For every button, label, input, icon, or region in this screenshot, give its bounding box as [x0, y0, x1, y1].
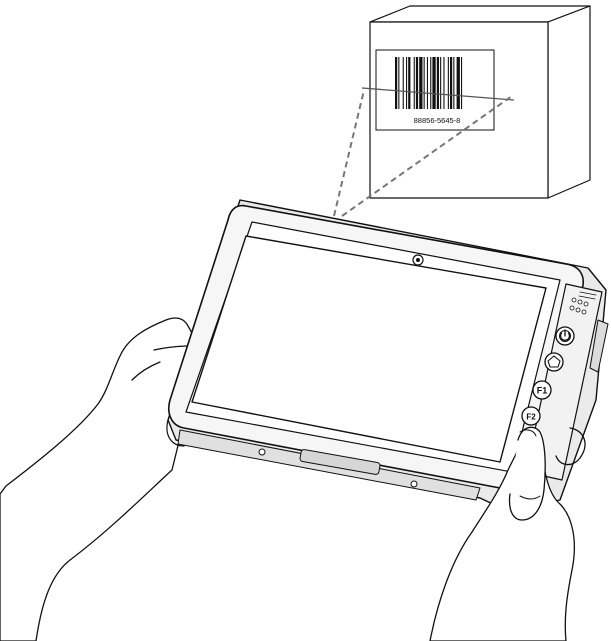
box-side-face [548, 6, 590, 198]
barcode-bar [457, 57, 460, 109]
f1-button-label: F1 [537, 386, 548, 396]
barcode-bar [424, 57, 425, 109]
barcode-bar [443, 57, 444, 109]
barcode-bar [440, 57, 441, 109]
barcode-bar [453, 57, 454, 109]
bottom-screw-left [259, 449, 265, 455]
status-led-3 [584, 302, 588, 306]
f1-button[interactable]: F1 [533, 381, 551, 399]
beam-left-edge [334, 90, 364, 216]
barcode-bar [427, 57, 428, 109]
bottom-screw-right [411, 481, 417, 487]
barcode-number: 88856-5645-8 [414, 116, 461, 125]
barcode-bar [432, 57, 435, 109]
barcode-bar [448, 57, 449, 109]
power-button[interactable] [556, 327, 574, 345]
camera-button-label: F2 [526, 413, 536, 422]
barcode-bar [416, 57, 418, 109]
barcode-bar [419, 57, 422, 109]
barcode-bar [395, 57, 397, 109]
status-led-4 [570, 306, 574, 310]
barcode-bar [408, 57, 410, 109]
barcode-bar [398, 57, 399, 109]
status-led-1 [572, 298, 576, 302]
barcode-bar [406, 57, 407, 109]
barcode-label: 88856-5645-8 [362, 50, 514, 130]
barcode-bar [414, 57, 415, 109]
front-camera-lens [416, 258, 420, 262]
barcode-bar [403, 57, 404, 109]
barcode-bar [430, 57, 431, 109]
camera-button[interactable]: F2 [522, 407, 540, 425]
status-led-6 [582, 310, 586, 314]
barcode-bar [437, 57, 439, 109]
home-button[interactable] [545, 353, 563, 371]
status-led-2 [578, 300, 582, 304]
barcode-bar [461, 57, 462, 109]
status-led-5 [576, 308, 580, 312]
barcode-bar [450, 57, 452, 109]
